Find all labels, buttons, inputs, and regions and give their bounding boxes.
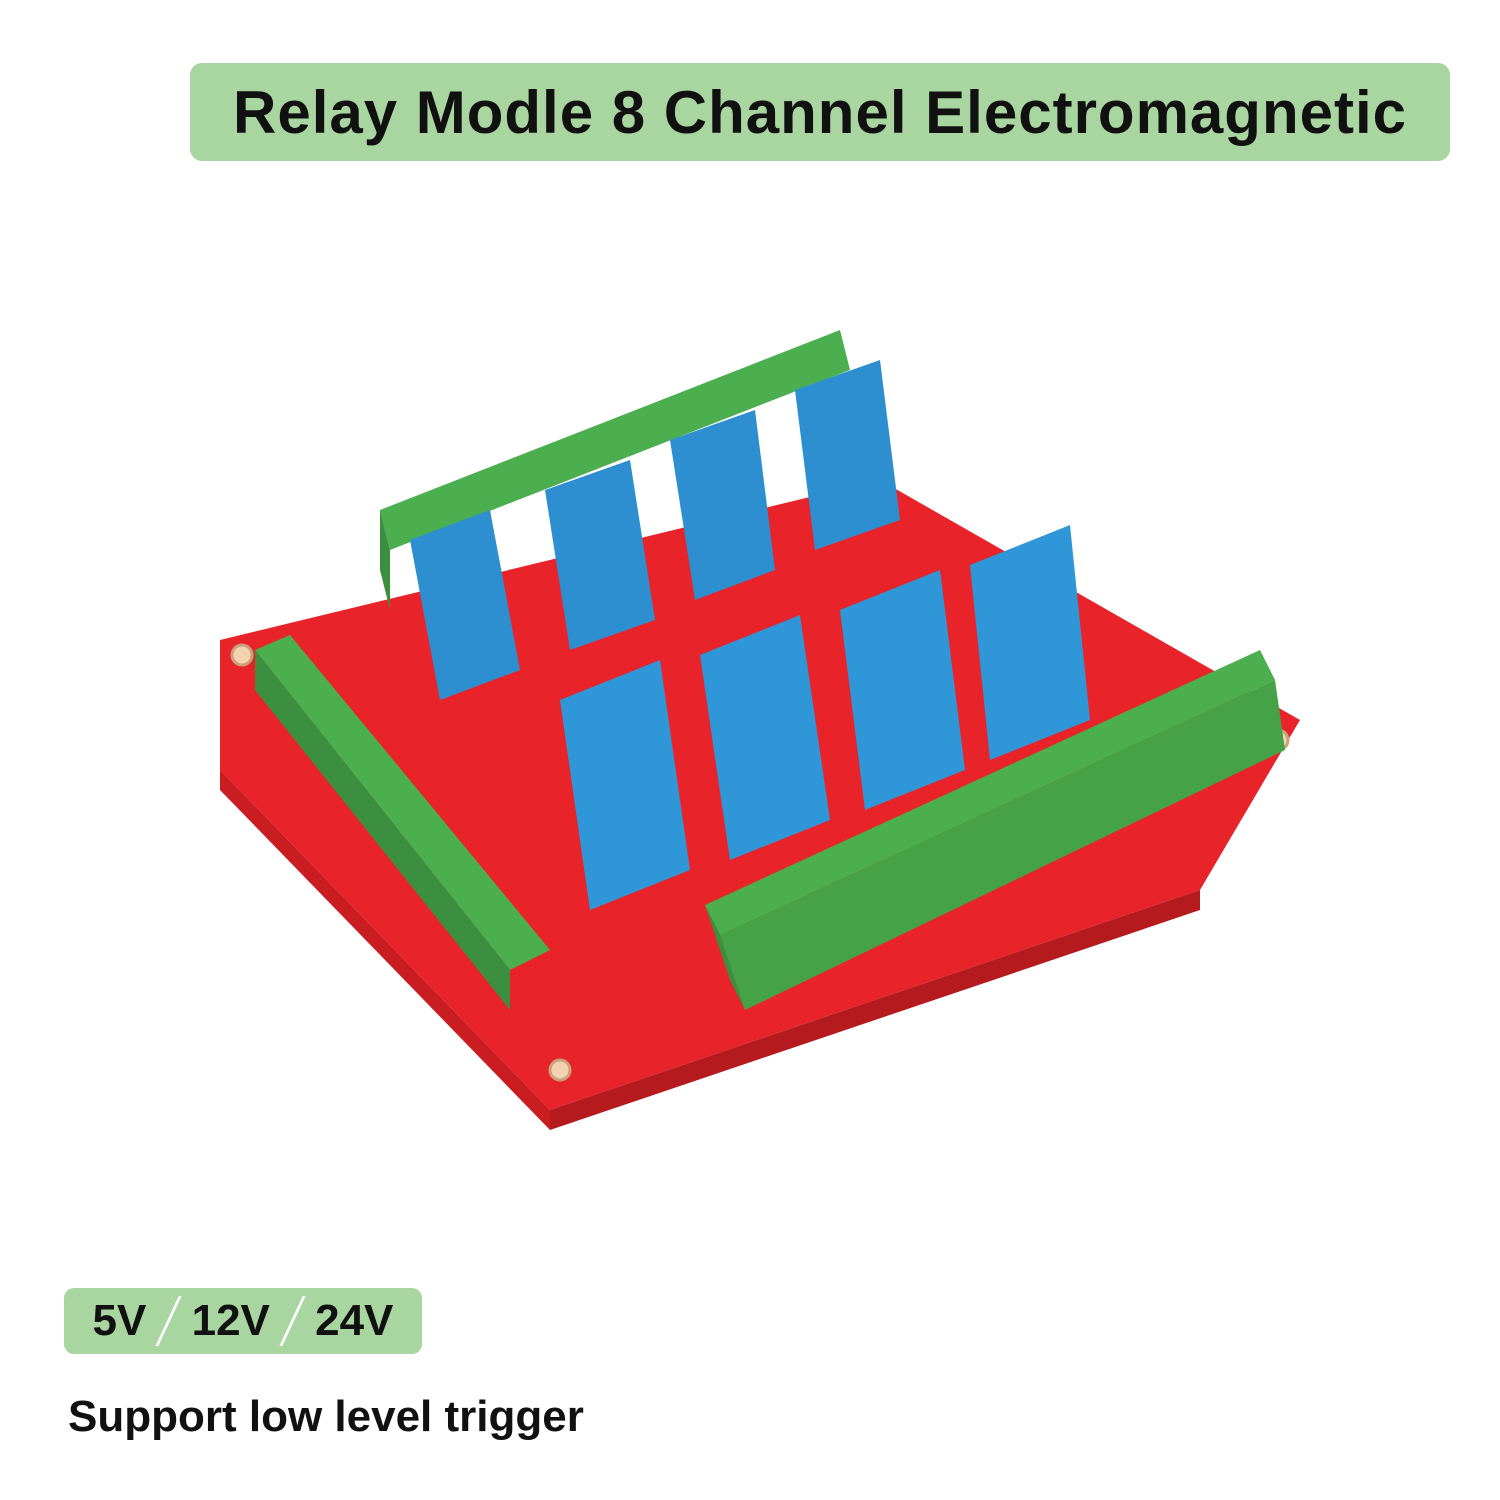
- voltage-option: 24V: [315, 1296, 394, 1345]
- terminal-block-back-side: [380, 510, 390, 610]
- pcb-board-side: [220, 770, 550, 1130]
- voltage-option: 12V: [191, 1296, 270, 1345]
- voltage-option: 5V: [92, 1296, 147, 1345]
- voltage-separator: [279, 1296, 306, 1346]
- relay-module-photo: [220, 330, 1300, 1130]
- terminal-block-front: [705, 650, 1275, 935]
- product-title: Relay Modle 8 Channel Electromagnetic: [233, 78, 1407, 146]
- terminal-block-front-face: [705, 905, 745, 1010]
- mount-hole: [230, 643, 254, 667]
- mount-hole: [548, 1058, 572, 1082]
- terminal-block-left: [255, 635, 550, 970]
- relay-row-back: [410, 360, 900, 700]
- relay-row-front: [560, 525, 1090, 910]
- terminal-block-left-front: [255, 650, 510, 1010]
- voltage-separator: [155, 1296, 183, 1346]
- voltage-badges: 5V 12V 24V: [64, 1288, 422, 1354]
- feature-tagline: Support low level trigger: [68, 1392, 584, 1441]
- title-banner: Relay Modle 8 Channel Electromagnetic: [190, 63, 1450, 161]
- pcb-board-edge: [550, 890, 1200, 1130]
- terminal-block-back: [380, 330, 850, 550]
- terminal-block-front-bottom: [720, 680, 1285, 1010]
